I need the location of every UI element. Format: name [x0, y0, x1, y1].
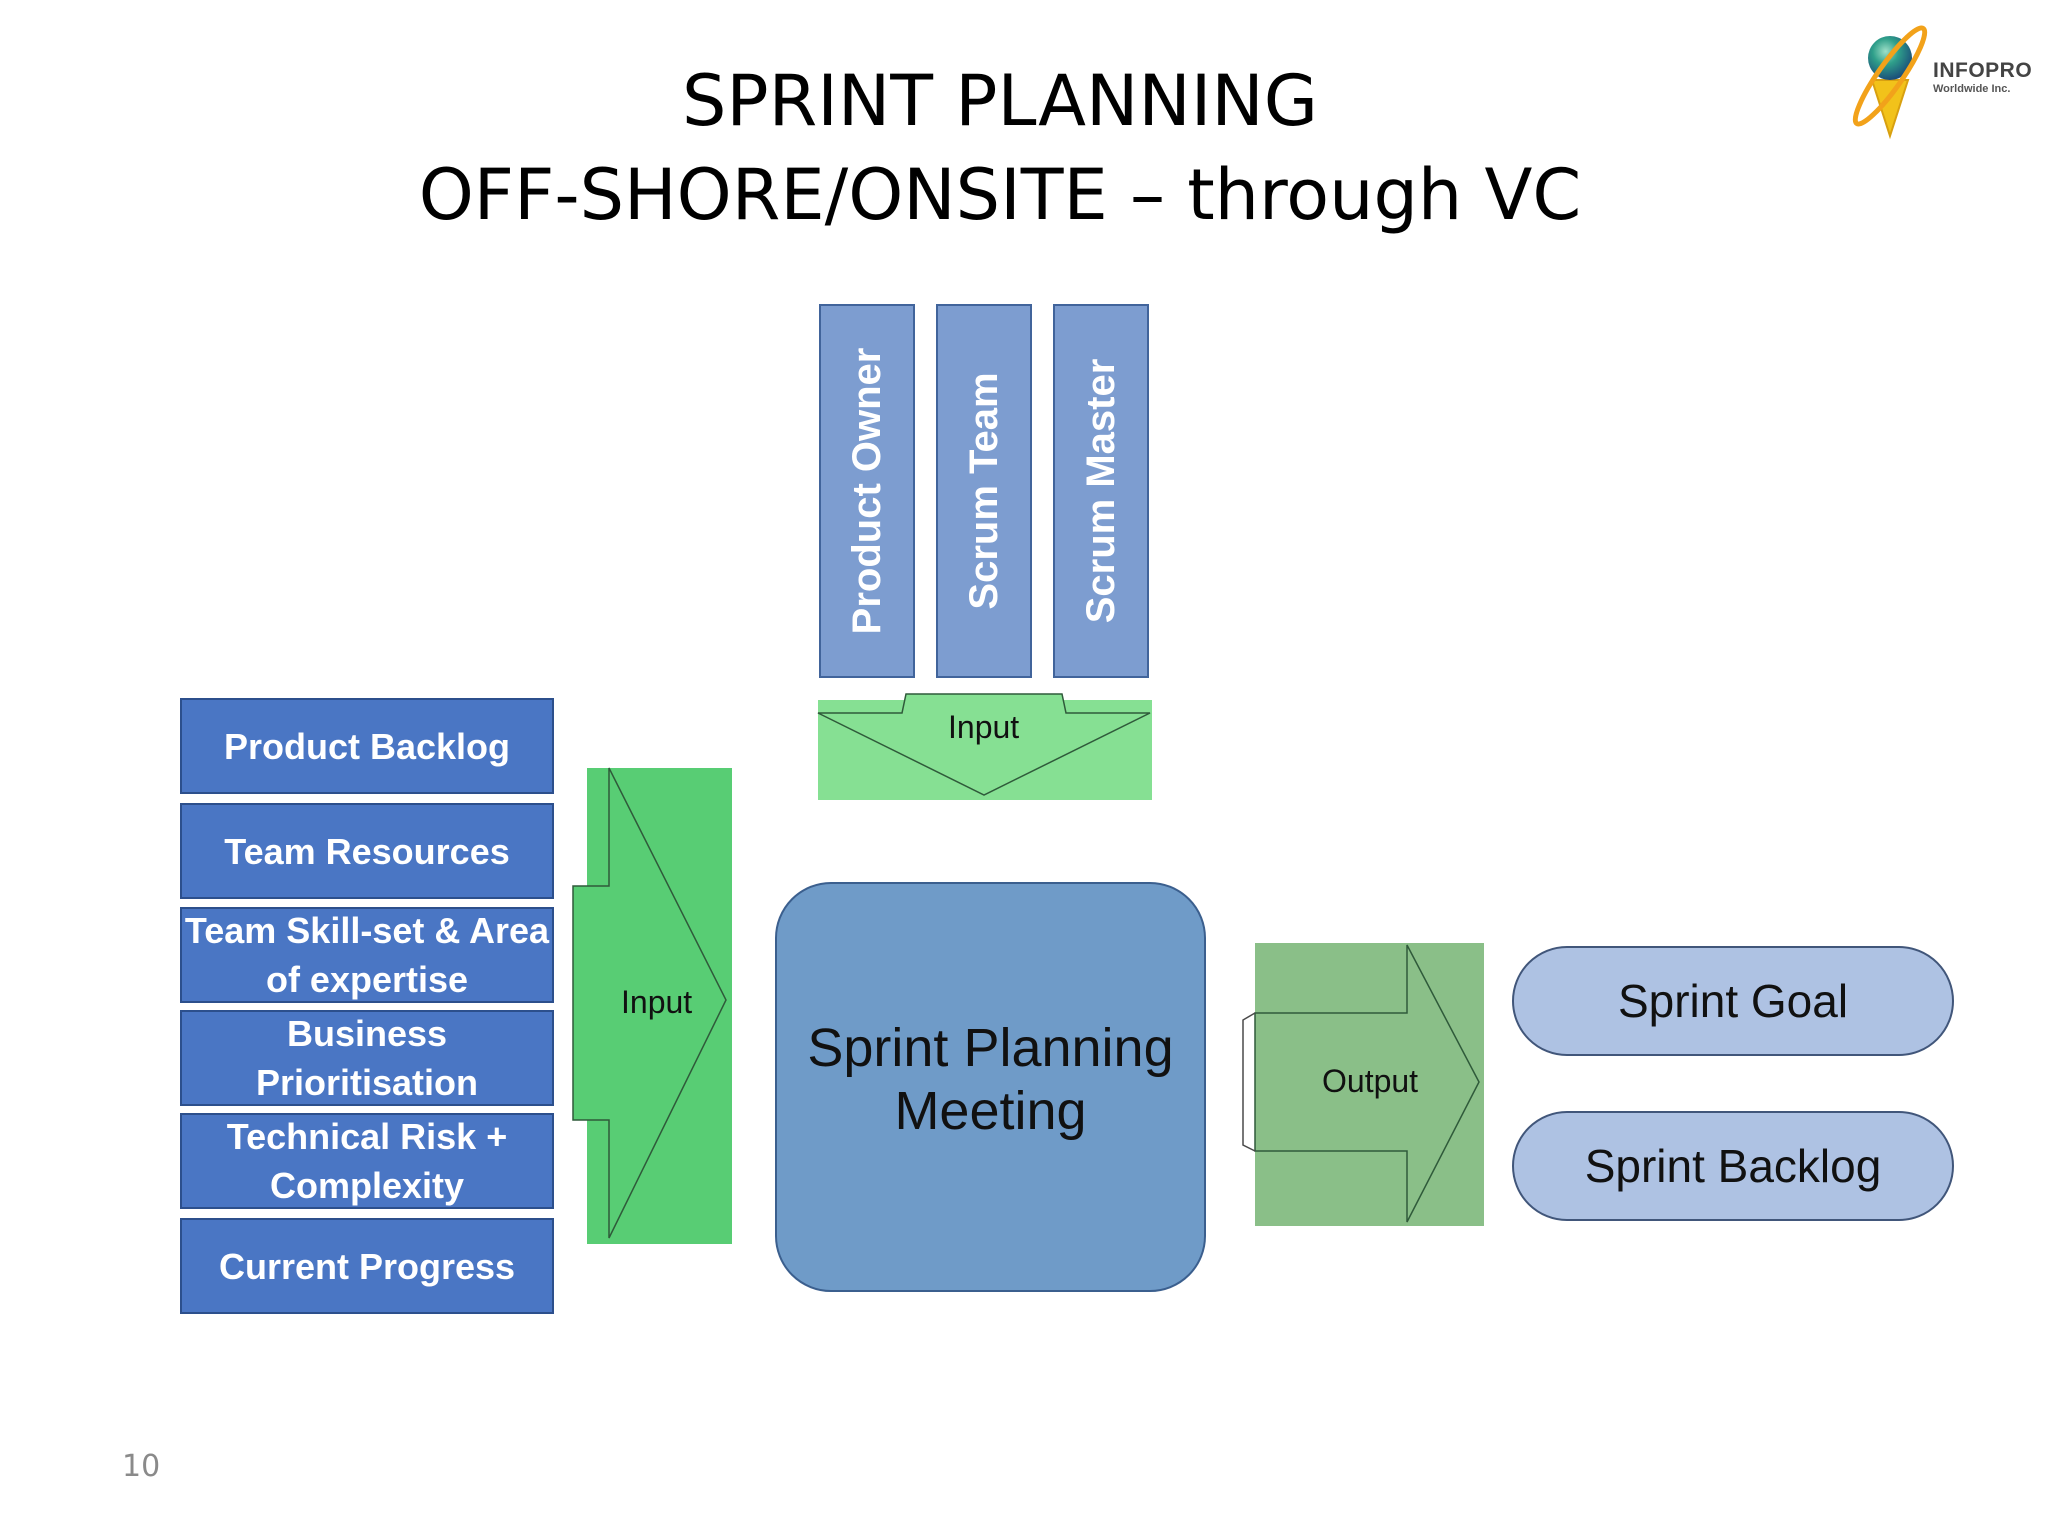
logo-name: INFOPRO [1933, 59, 2033, 82]
slide-title: SPRINT PLANNING [682, 60, 1318, 142]
company-logo: INFOPRO Worldwide Inc. [1850, 10, 2045, 145]
page-number: 10 [122, 1449, 161, 1484]
output-arrow-tail [1242, 1012, 1256, 1152]
logo-subtitle: Worldwide Inc. [1933, 83, 2011, 95]
left-input-label: Input [621, 984, 693, 1020]
output-arrow [1254, 944, 1480, 1223]
input-current-progress: Current Progress [180, 1218, 554, 1314]
output-label: Output [1322, 1063, 1419, 1099]
input-team-resources: Team Resources [180, 803, 554, 899]
participant-product-owner: Product Owner [819, 304, 915, 678]
top-input-arrow [817, 693, 1151, 796]
participant-scrum-master: Scrum Master [1053, 304, 1149, 678]
slide-subtitle: OFF-SHORE/ONSITE – through VC [418, 154, 1582, 236]
input-team-skill-set: Team Skill-set & Area of expertise [180, 907, 554, 1003]
input-business-prioritisation: Business Prioritisation [180, 1010, 554, 1106]
input-product-backlog: Product Backlog [180, 698, 554, 794]
participant-scrum-team: Scrum Team [936, 304, 1032, 678]
logo-text: INFOPRO Worldwide Inc. [1933, 60, 2032, 95]
sprint-planning-meeting: Sprint Planning Meeting [775, 882, 1206, 1292]
top-input-label: Input [948, 709, 1020, 745]
input-technical-risk: Technical Risk + Complexity [180, 1113, 554, 1209]
globe-swoosh-icon [1852, 25, 1928, 140]
left-input-arrow [572, 767, 727, 1239]
output-sprint-backlog: Sprint Backlog [1512, 1111, 1954, 1221]
output-sprint-goal: Sprint Goal [1512, 946, 1954, 1056]
meeting-label: Sprint Planning Meeting [807, 1018, 1174, 1141]
